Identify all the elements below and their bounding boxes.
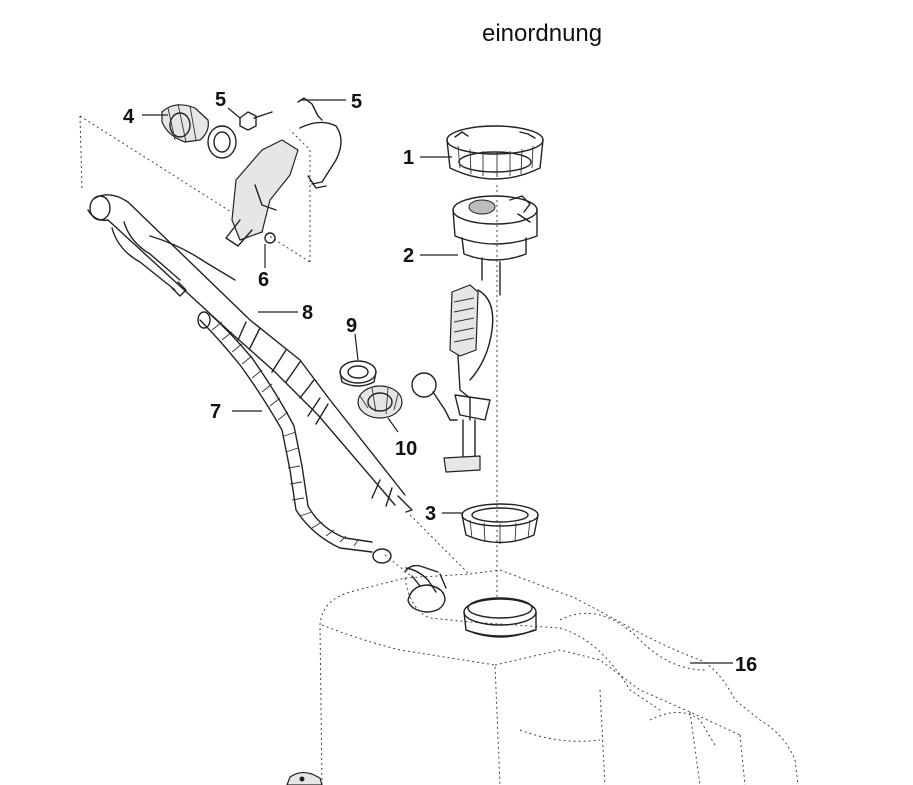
ring-10 <box>357 385 403 419</box>
callout-5a: 5 <box>215 89 226 111</box>
callout-leaders <box>142 99 733 664</box>
fuel-pump-assembly <box>411 195 538 473</box>
seal-ring <box>461 503 539 544</box>
callout-5b: 5 <box>351 91 362 113</box>
callout-16: 16 <box>735 654 757 676</box>
ring-9 <box>339 360 377 387</box>
callout-6: 6 <box>258 269 269 291</box>
fuel-tank <box>286 564 799 785</box>
callout-1: 1 <box>403 147 414 169</box>
vent-hose <box>197 311 437 593</box>
diagram-title: einordnung <box>482 20 603 47</box>
connection-line <box>384 554 411 576</box>
callout-3: 3 <box>425 503 436 525</box>
callout-9: 9 <box>346 315 357 337</box>
callout-2: 2 <box>403 245 414 267</box>
filler-bracket-group <box>79 97 342 263</box>
callout-7: 7 <box>210 401 221 423</box>
callout-8: 8 <box>302 302 313 324</box>
filler-pipe <box>87 194 413 513</box>
lock-ring <box>446 125 544 180</box>
callout-4: 4 <box>123 106 135 128</box>
callout-10: 10 <box>395 438 417 460</box>
connection-line <box>409 514 471 576</box>
